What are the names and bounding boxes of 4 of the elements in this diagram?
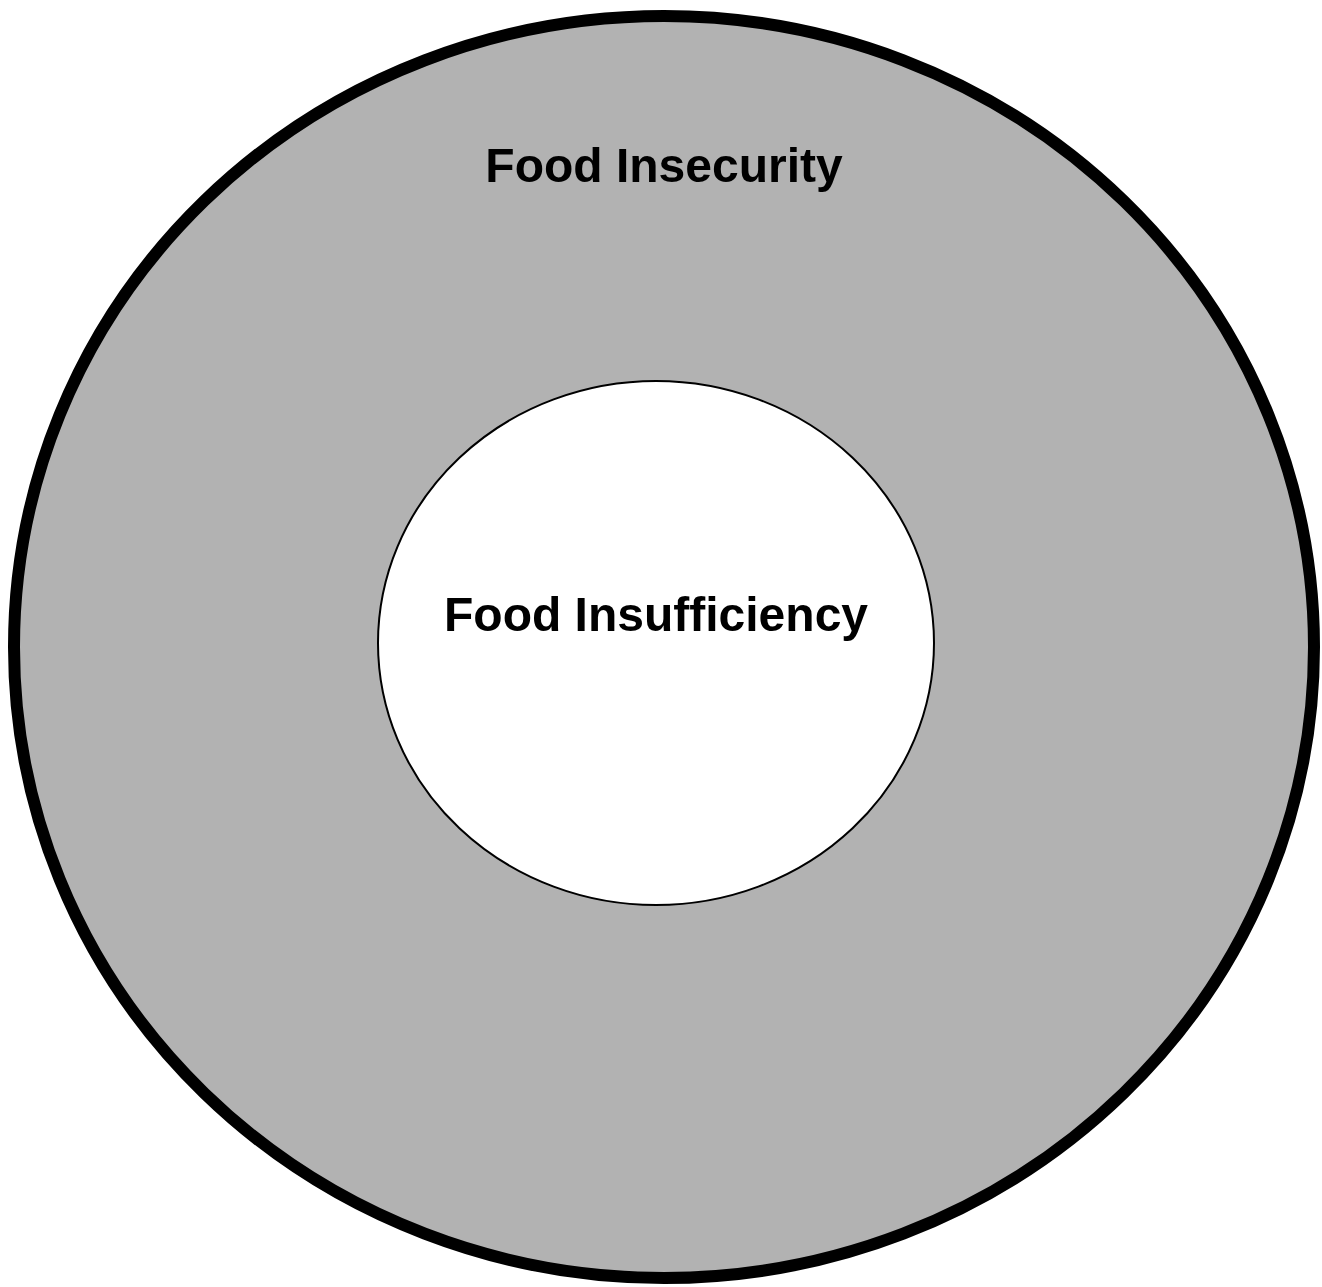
circle-label: Food Insecurity bbox=[485, 138, 843, 193]
outer-circle bbox=[8, 10, 1320, 1284]
inner-circle bbox=[377, 380, 935, 906]
circle-label: Food Insufficiency bbox=[444, 587, 868, 642]
